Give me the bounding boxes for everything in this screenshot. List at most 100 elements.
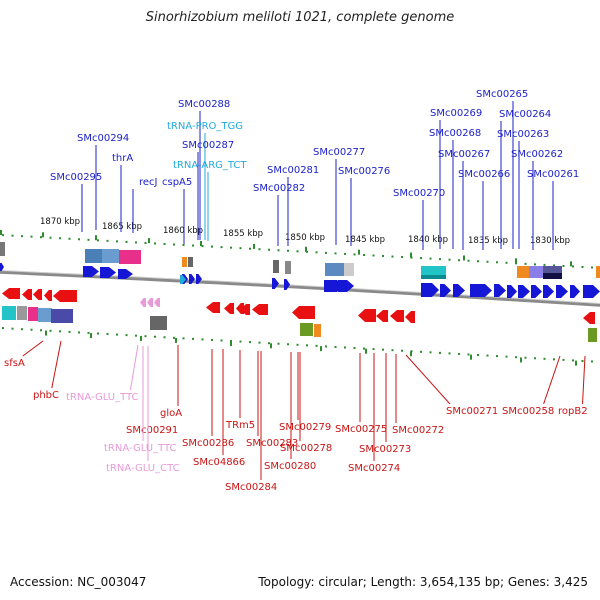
forward-feature-label: SMc00294 bbox=[77, 133, 129, 144]
forward-gene-arrow bbox=[583, 285, 600, 298]
tick-dot bbox=[391, 349, 394, 352]
tick-dot bbox=[534, 263, 536, 266]
tick-dot bbox=[496, 355, 498, 358]
forward-gene-arrow bbox=[556, 285, 568, 298]
tick-dot bbox=[97, 332, 99, 335]
tick-dot bbox=[325, 251, 327, 254]
tick-dot bbox=[11, 234, 14, 237]
reverse-feature-label: phbC bbox=[33, 390, 59, 401]
feature-box bbox=[529, 266, 543, 278]
tick-dot bbox=[553, 358, 555, 361]
tick-dot bbox=[458, 352, 460, 355]
tick-dot bbox=[306, 344, 308, 347]
reverse-gene-arrow bbox=[224, 303, 234, 314]
genome-backbone bbox=[0, 270, 600, 307]
reverse-feature-label: sfsA bbox=[4, 358, 25, 369]
tick-dot bbox=[30, 235, 33, 238]
tick-dot bbox=[581, 265, 584, 268]
tick-dot bbox=[173, 336, 175, 339]
major-tick bbox=[365, 348, 367, 354]
tick-dot bbox=[363, 253, 365, 256]
tick-dot bbox=[391, 255, 394, 258]
forward-gene-arrow bbox=[494, 284, 506, 297]
tick-dot bbox=[562, 264, 565, 267]
tick-dot bbox=[154, 335, 156, 338]
tick-dot bbox=[49, 329, 52, 332]
reverse-leader-line bbox=[582, 355, 586, 405]
tick-dot bbox=[68, 330, 71, 333]
scale-tick-label: 1870 kbp bbox=[40, 217, 80, 227]
tick-dot bbox=[562, 358, 565, 361]
feature-box bbox=[517, 266, 529, 278]
scale-tick-label: 1850 kbp bbox=[285, 233, 325, 243]
tick-dot bbox=[534, 357, 536, 360]
reverse-gene-arrow bbox=[376, 310, 388, 322]
forward-feature-label: SMc00262 bbox=[511, 149, 563, 160]
major-tick bbox=[575, 360, 577, 366]
feature-box bbox=[2, 306, 16, 320]
scale-tick-label: 1830 kbp bbox=[530, 236, 570, 246]
feature-box bbox=[0, 242, 5, 256]
forward-feature-label: SMc00276 bbox=[338, 166, 390, 177]
forward-feature-label: SMc00269 bbox=[430, 108, 482, 119]
feature-box bbox=[273, 260, 279, 273]
feature-box bbox=[421, 275, 446, 279]
feature-box bbox=[596, 266, 600, 278]
forward-gene-arrow bbox=[338, 280, 354, 292]
major-tick bbox=[570, 261, 572, 267]
major-tick bbox=[410, 351, 412, 357]
reverse-feature-label: SMc00280 bbox=[264, 461, 316, 472]
feature-box bbox=[543, 273, 562, 279]
tick-dot bbox=[230, 246, 232, 249]
tick-dot bbox=[486, 260, 489, 263]
forward-feature-label: SMc00264 bbox=[499, 109, 551, 120]
tick-dot bbox=[315, 251, 318, 254]
tick-dot bbox=[201, 338, 204, 341]
tick-dot bbox=[144, 241, 147, 244]
forward-gene-arrow bbox=[284, 279, 290, 290]
tick-dot bbox=[125, 240, 128, 243]
tick-dot bbox=[591, 266, 593, 269]
reverse-feature-label: SMc00283 bbox=[246, 438, 298, 449]
forward-gene-arrow bbox=[531, 285, 542, 298]
forward-gene-arrow bbox=[570, 285, 580, 298]
tick-dot bbox=[467, 353, 470, 356]
tick-dot bbox=[448, 352, 451, 355]
reverse-feature-label: SMc00272 bbox=[392, 425, 444, 436]
major-tick bbox=[230, 341, 232, 347]
scale-tick-label: 1845 kbp bbox=[345, 235, 385, 245]
topology-text: Topology: circular; Length: 3,654,135 bp… bbox=[258, 575, 588, 589]
tick-dot bbox=[448, 258, 451, 261]
tick-dot bbox=[477, 354, 479, 357]
tick-dot bbox=[372, 254, 375, 257]
tick-dot bbox=[78, 331, 80, 334]
tick-dot bbox=[334, 252, 337, 255]
reverse-feature-label: SMc04866 bbox=[193, 457, 245, 468]
tick-dot bbox=[287, 343, 289, 346]
major-tick bbox=[520, 357, 522, 363]
tick-dot bbox=[524, 262, 527, 265]
feature-box bbox=[543, 266, 562, 274]
reverse-leader-line bbox=[129, 344, 139, 391]
tick-dot bbox=[344, 346, 346, 349]
tick-dot bbox=[125, 334, 128, 337]
major-tick bbox=[95, 235, 97, 241]
tick-dot bbox=[581, 359, 584, 362]
reverse-feature-label: SMc00291 bbox=[126, 425, 178, 436]
tick-dot bbox=[296, 343, 299, 346]
map-title: Sinorhizobium meliloti 1021, complete ge… bbox=[145, 10, 455, 25]
tick-dot bbox=[59, 330, 61, 333]
major-tick bbox=[270, 343, 272, 349]
tick-dot bbox=[163, 242, 166, 245]
tick-dot bbox=[106, 239, 109, 242]
reverse-feature-label: SMc00284 bbox=[225, 482, 277, 493]
tick-dot bbox=[106, 333, 109, 336]
scale-tick-label: 1860 kbp bbox=[163, 226, 203, 236]
major-tick bbox=[0, 230, 2, 235]
tick-dot bbox=[154, 242, 156, 245]
forward-feature-label: SMc00288 bbox=[178, 99, 230, 110]
tick-dot bbox=[477, 260, 479, 263]
forward-gene-arrow bbox=[189, 274, 195, 284]
tick-dot bbox=[439, 258, 441, 261]
